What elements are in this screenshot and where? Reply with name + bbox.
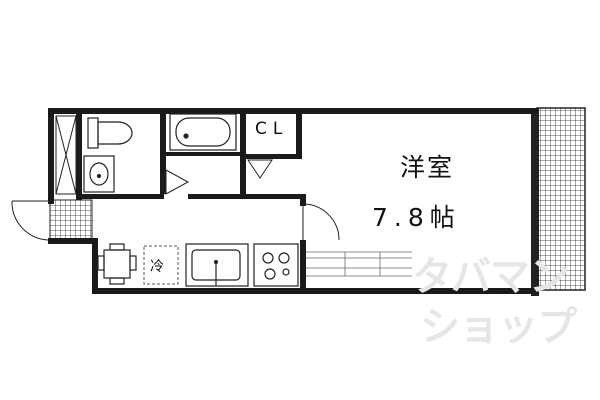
closet-label: CL: [255, 119, 289, 139]
gas-stove: [253, 243, 299, 287]
room-name-label: 洋室: [400, 153, 455, 182]
storage-cabinet: [55, 115, 77, 195]
outer-walls: [48, 108, 538, 294]
closet-door-marker: [247, 159, 273, 179]
interior-walls: [76, 108, 306, 200]
washbasin: [83, 155, 115, 193]
fridge-label: 冷: [150, 259, 164, 275]
bathtub: [169, 113, 237, 151]
room-size-label: 7.8帖: [372, 203, 461, 232]
balcony: [531, 107, 586, 296]
toilet: [87, 117, 133, 149]
fridge-space: [143, 245, 179, 285]
room-door: [302, 203, 340, 241]
table-chairs: [97, 243, 137, 285]
entrance-tile: [49, 199, 93, 243]
kitchen-sink: [185, 243, 249, 287]
shelf-lines: [306, 251, 412, 277]
entrance-door: [11, 200, 50, 241]
bath-door-marker: [165, 169, 190, 195]
